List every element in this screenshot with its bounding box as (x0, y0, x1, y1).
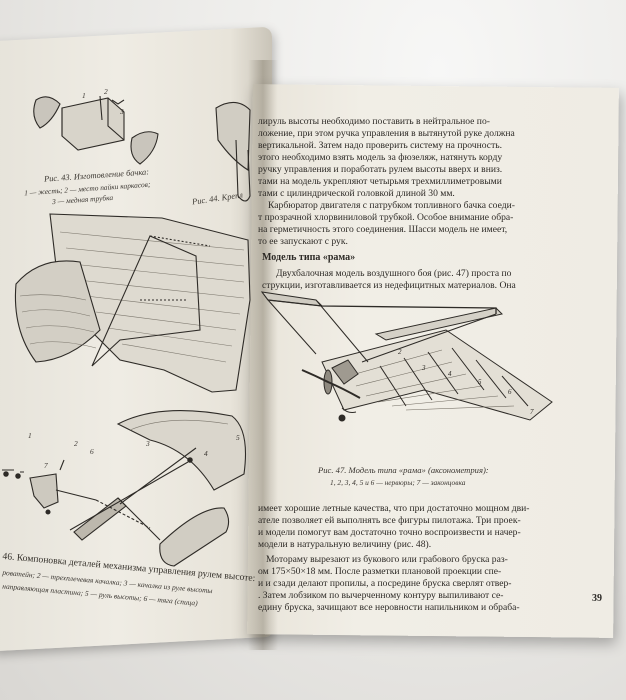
body-line: то ее запускают с рук. (258, 236, 348, 247)
callout-number: 2 (104, 87, 108, 96)
body-line: Карбюратор двигателя с патрубком топливн… (268, 200, 515, 211)
rib-callout-number: 3 (421, 364, 426, 372)
body-line: тами на модель укрепляют четырьмя трехми… (258, 176, 502, 187)
callout-number: 1 (28, 431, 32, 440)
body-line: на герметичность этого соединения. Шасси… (258, 224, 508, 235)
body-line: этого необходимо взять модель за фюзеляж… (258, 152, 503, 163)
body-line: и модели помогут вам достаточно точно во… (258, 527, 521, 538)
callout-number: 1 (82, 91, 86, 100)
left-page-drawings (2, 95, 251, 567)
body-line: вертикальной. Затем надо проверить систе… (258, 140, 503, 151)
body-line: модели в натуральную величину (рис. 48). (258, 539, 432, 550)
body-line: лируль высоты необходимо поставить в ней… (258, 116, 490, 127)
callout-number: 3 (146, 439, 150, 448)
fig47-legend: 1, 2, 3, 4, 5 и 6 — нервюры; 7 — законцо… (330, 478, 466, 487)
callout-number: 2 (74, 439, 78, 448)
section-heading: Модель типа «рама» (262, 252, 356, 263)
body-line: ручку управления и поработать рулем высо… (258, 164, 503, 175)
fig47-caption: Рис. 47. Модель типа «рама» (аксонометри… (318, 465, 489, 475)
callout-number: 3 (120, 107, 124, 116)
callout-number: 7 (44, 461, 48, 470)
callout-number: 5 (236, 433, 240, 442)
body-line: имеет хорошие летные качества, что при д… (258, 503, 530, 514)
body-line: Мотораму вырезают из букового или грабов… (266, 554, 508, 565)
callout-number: 6 (90, 447, 94, 456)
rib-callout-number: 6 (508, 388, 512, 396)
body-line: Двухбалочная модель воздушного боя (рис.… (276, 268, 512, 279)
callout-number: 4 (204, 449, 208, 458)
body-line: тами с цилиндрической головкой длиной 30… (258, 188, 455, 199)
fig47-model-drawing: 2 3 4 5 6 7 (260, 291, 553, 422)
body-line: т прозрачной хлорвиниловой трубкой. Особ… (258, 212, 514, 223)
rib-callout-number: 2 (398, 348, 402, 356)
page-number: 39 (592, 593, 602, 604)
body-line: ателе позволяет ей выполнять все фигуры … (258, 515, 521, 526)
rib-callout-number: 5 (478, 378, 482, 386)
rib-callout-number: 4 (448, 370, 452, 378)
rib-callout-number: 7 (530, 408, 534, 416)
body-line: ом 175×50×18 мм. После разметки плановой… (258, 566, 502, 577)
body-line: струкции, изготавливается из недефицитны… (262, 280, 516, 291)
body-line: . Затем лобзиком по вычерченному контуру… (258, 590, 504, 601)
body-line: ложение, при этом ручка управления в выт… (258, 128, 515, 139)
body-line: едину бруска, зачищают все неровности на… (258, 602, 520, 613)
body-line: и и сзади делают пропилы, а посредине бр… (258, 578, 512, 589)
book-gutter (248, 60, 278, 650)
